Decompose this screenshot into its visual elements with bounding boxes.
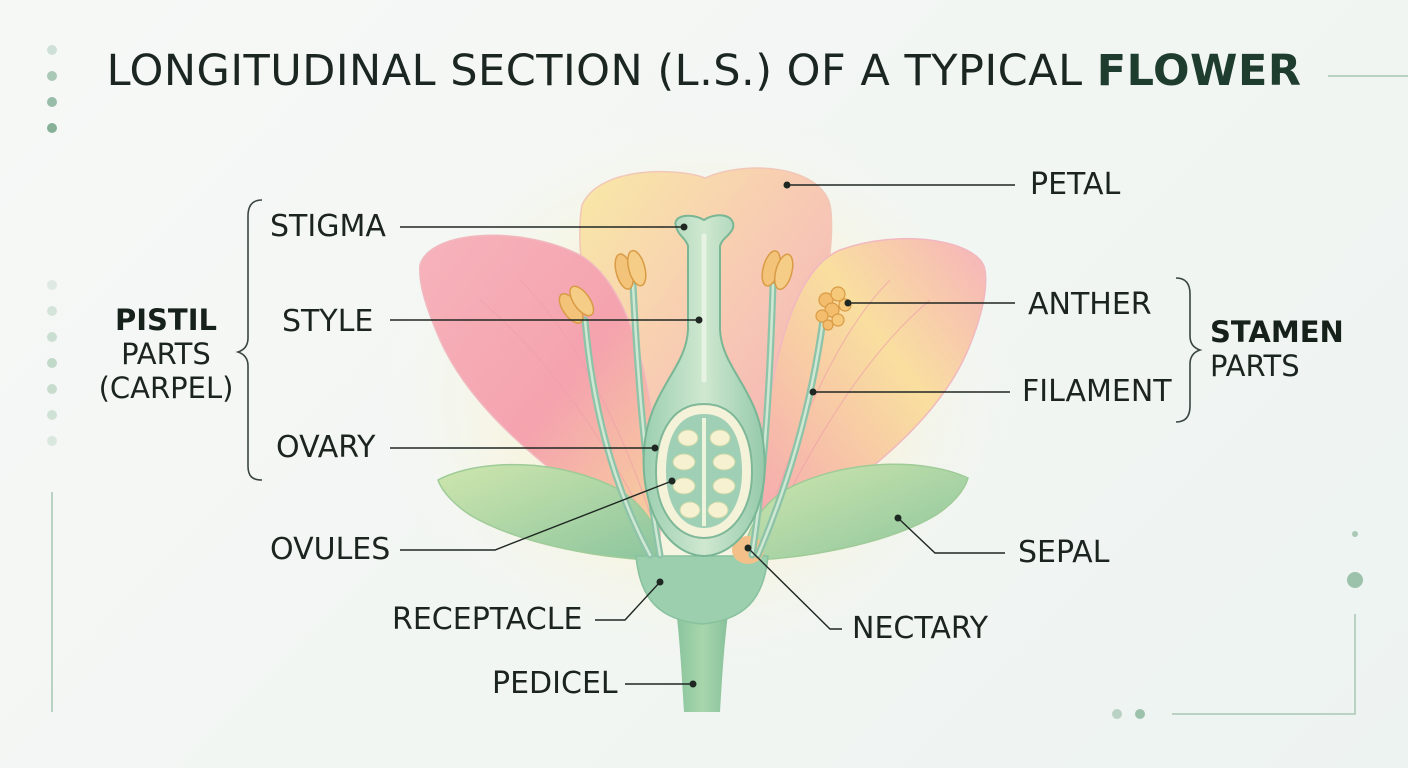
ovules-shapes [672,429,736,519]
title-emphasis: FLOWER [1096,46,1302,96]
leader-lines [390,184,1015,685]
group-stamen-line2: PARTS [1210,349,1300,383]
leader-sepal [897,517,1005,554]
receptacle-shape [635,555,769,625]
decor-corner-bottom-right [1172,614,1356,715]
label-ovary: OVARY [276,430,376,465]
leader-receptacle [595,581,661,621]
stamen-bracket [1175,277,1203,423]
leader-ovules [400,480,673,551]
label-sepal: SEPAL [1018,535,1110,570]
leader-nectary [747,547,842,630]
anthers [558,249,852,331]
label-ovules: OVULES [270,532,391,567]
leader-dots [651,181,902,688]
page-title: LONGITUDINAL SECTION (L.S.) OF A TYPICAL… [0,46,1408,96]
group-pistil-line2: PARTS [121,337,211,371]
title-main: LONGITUDINAL SECTION (L.S.) OF A TYPICAL [106,46,1083,96]
anther-pollen-cluster [815,286,852,331]
label-filament: FILAMENT [1022,374,1172,409]
decor-dots-right [1112,531,1363,719]
decor-dots-top-left [47,45,57,133]
label-petal: PETAL [1030,167,1121,202]
label-anther: ANTHER [1028,287,1152,322]
group-stamen-name: STAMEN [1210,315,1344,349]
decor-dots-mid-left [47,280,57,446]
stamen-filaments-core [583,283,825,557]
pistil-bracket [235,199,263,481]
group-stamen-parts: STAMEN PARTS [1210,315,1350,383]
label-pedicel: PEDICEL [492,666,618,701]
group-pistil-name: PISTIL [115,303,217,337]
label-stigma: STIGMA [270,209,386,244]
group-pistil-line3: (CARPEL) [98,371,234,405]
label-style: STYLE [282,304,374,339]
group-pistil-parts: PISTIL PARTS (CARPEL) [96,303,236,405]
label-nectary: NECTARY [852,611,989,646]
label-receptacle: RECEPTACLE [392,602,583,637]
